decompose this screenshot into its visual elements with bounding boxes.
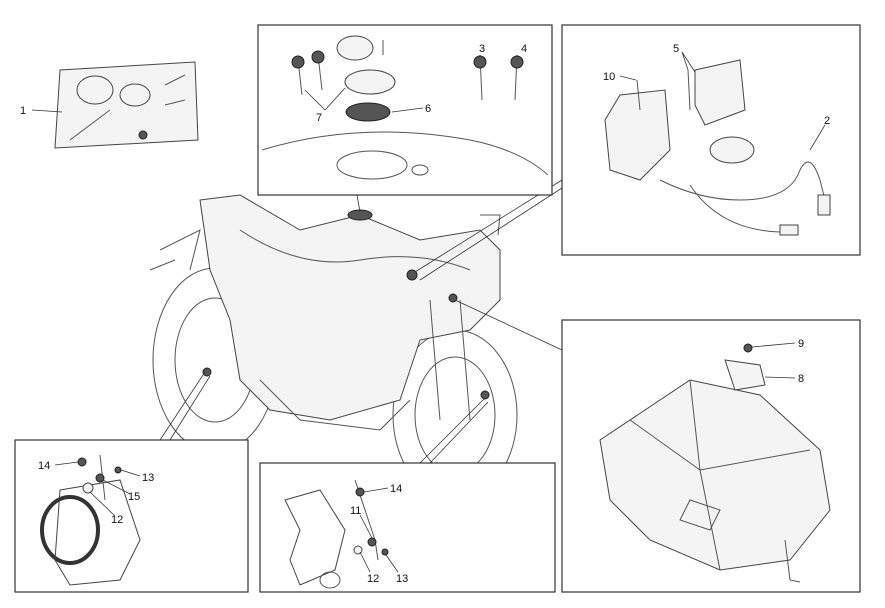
callout-6: 6 <box>425 103 431 115</box>
callout-4: 4 <box>521 43 527 55</box>
callout-3: 3 <box>479 43 485 55</box>
callout-13-rear: 13 <box>142 472 154 484</box>
callout-12-rear: 12 <box>111 514 123 526</box>
callout-15-rear: 15 <box>128 491 140 503</box>
callout-9: 9 <box>798 338 804 350</box>
callout-12-front: 12 <box>367 573 379 585</box>
front-sensor-detail-box: 14 11 12 13 <box>259 462 556 593</box>
callout-2: 2 <box>824 115 830 127</box>
callout-5: 5 <box>673 43 679 55</box>
callout-11-front: 11 <box>350 505 361 517</box>
callout-13-front: 13 <box>396 573 408 585</box>
callout-7: 7 <box>316 112 322 124</box>
ignition-switch-detail: 1 <box>20 61 199 149</box>
callout-10: 10 <box>603 71 615 83</box>
steering-lock-detail-box: 10 5 2 <box>561 24 861 256</box>
callout-14-front: 14 <box>390 483 402 495</box>
rear-sensor-detail-box: 14 13 15 12 <box>14 439 249 593</box>
fuel-cap-detail-box: 7 6 3 4 <box>257 24 553 196</box>
callout-8: 8 <box>798 373 804 385</box>
fairing-sensor-detail-box: 9 8 <box>561 319 861 593</box>
callout-14-rear: 14 <box>38 460 50 472</box>
callout-1: 1 <box>20 105 26 117</box>
